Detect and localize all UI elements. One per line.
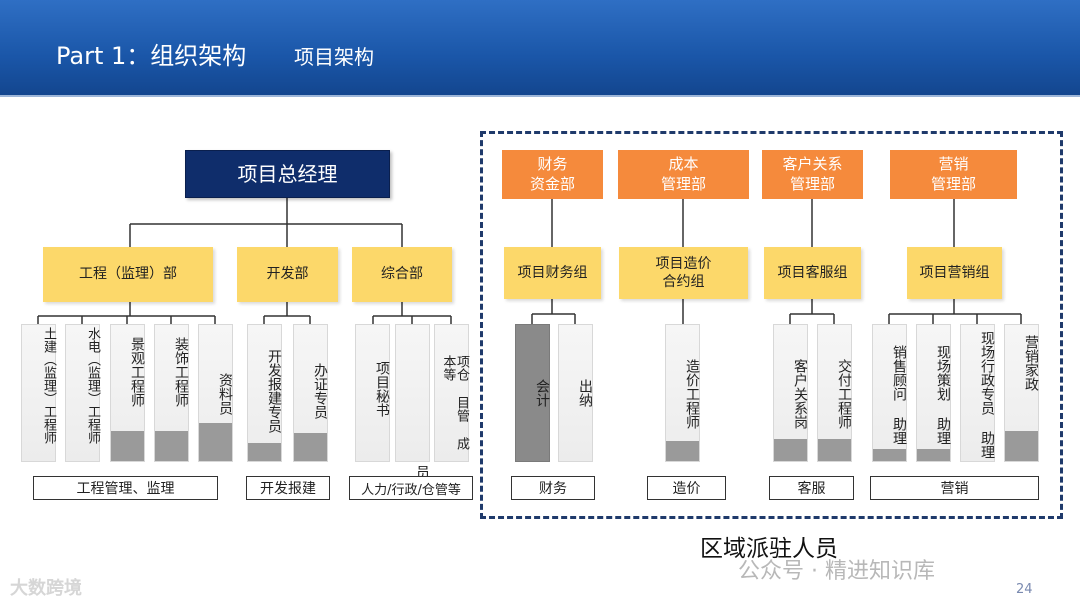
staff-civil-engineer: 土建（监理）工程师 bbox=[21, 324, 56, 462]
staff-label: 办证专员 bbox=[312, 363, 328, 419]
staff-utility-engineer: 水电（监理）工程师 bbox=[65, 324, 100, 462]
staff-shade bbox=[917, 449, 950, 461]
staff-label: 会计 bbox=[534, 379, 550, 407]
staff-document-clerk: 资料员 bbox=[198, 324, 233, 462]
label-engineering-management: 工程管理、监理 bbox=[33, 476, 218, 500]
staff-marketing-housekeeping: 营销家政 bbox=[1004, 324, 1039, 462]
staff-label: 土建（监理）工程师 bbox=[41, 327, 56, 444]
staff-project-secretary: 项目秘书 bbox=[355, 324, 390, 462]
staff-shade bbox=[248, 443, 281, 461]
staff-label: 资料员 bbox=[217, 373, 233, 415]
slide-header: Part 1：组织架构 项目架构 bbox=[0, 0, 1080, 97]
staff-label: 现场行政专员 助理 bbox=[979, 331, 995, 459]
label-customer-service: 客服 bbox=[769, 476, 854, 500]
staff-site-admin: 现场行政专员 助理 bbox=[960, 324, 995, 462]
group-finance: 项目财务组 bbox=[504, 247, 601, 299]
staff-label: 销售顾问 助理 bbox=[891, 345, 907, 445]
label-development-filing: 开发报建 bbox=[246, 476, 330, 500]
staff-customer-relations: 客户关系岗 bbox=[773, 324, 808, 462]
dept-general: 综合部 bbox=[352, 247, 452, 302]
staff-label: 景观工程师 bbox=[129, 337, 145, 407]
region-title: 区域派驻人员 bbox=[700, 536, 838, 562]
dept-cost-management: 成本 管理部 bbox=[618, 150, 749, 199]
group-customer-service: 项目客服组 bbox=[764, 247, 861, 299]
staff-label: 交付工程师 bbox=[836, 359, 852, 429]
label-marketing: 营销 bbox=[870, 476, 1039, 500]
staff-general-3: 项仓 目管 成本等 bbox=[434, 324, 469, 462]
staff-shade bbox=[818, 439, 851, 461]
label-cost: 造价 bbox=[647, 476, 726, 500]
dept-marketing: 营销 管理部 bbox=[890, 150, 1017, 199]
page-number: 24 bbox=[1016, 582, 1033, 597]
staff-shade bbox=[111, 431, 144, 461]
group-marketing: 项目营销组 bbox=[907, 247, 1002, 299]
staff-delivery-engineer: 交付工程师 bbox=[817, 324, 852, 462]
staff-label: 员 bbox=[414, 465, 430, 479]
staff-label: 出纳 bbox=[577, 379, 593, 407]
dept-customer-relations: 客户关系 管理部 bbox=[762, 150, 863, 199]
staff-shade bbox=[774, 439, 807, 461]
staff-accountant: 会计 bbox=[515, 324, 550, 462]
staff-general-2: 员 bbox=[395, 324, 430, 479]
label-hr-admin: 人力/行政/仓管等 bbox=[349, 476, 473, 500]
dept-engineering: 工程（监理）部 bbox=[43, 247, 213, 302]
dept-development: 开发部 bbox=[237, 247, 338, 302]
staff-label: 客户关系岗 bbox=[792, 359, 808, 429]
group-cost-contract: 项目造价 合约组 bbox=[619, 247, 748, 299]
regional-staff-region bbox=[480, 131, 1063, 519]
staff-shade bbox=[666, 441, 699, 461]
staff-landscape-engineer: 景观工程师 bbox=[110, 324, 145, 462]
staff-shade bbox=[1005, 431, 1038, 461]
staff-dev-filing: 开发报建专员 bbox=[247, 324, 282, 462]
slide-subtitle: 项目架构 bbox=[294, 45, 374, 69]
staff-shade bbox=[294, 433, 327, 461]
staff-cost-engineer: 造价工程师 bbox=[665, 324, 700, 462]
staff-shade bbox=[199, 423, 232, 461]
watermark-left: 大数跨境 bbox=[10, 578, 82, 599]
staff-label: 现场策划 助理 bbox=[935, 345, 951, 445]
staff-certificate: 办证专员 bbox=[293, 324, 328, 462]
staff-label: 项目秘书 bbox=[374, 361, 390, 417]
staff-shade bbox=[155, 431, 188, 461]
slide-title: Part 1：组织架构 bbox=[56, 42, 247, 70]
general-manager-box: 项目总经理 bbox=[185, 150, 390, 198]
staff-decoration-engineer: 装饰工程师 bbox=[154, 324, 189, 462]
staff-cashier: 出纳 bbox=[558, 324, 593, 462]
staff-shade bbox=[873, 449, 906, 461]
staff-label: 装饰工程师 bbox=[173, 337, 189, 407]
staff-label: 项仓 目管 成本等 bbox=[440, 355, 469, 450]
staff-label: 开发报建专员 bbox=[266, 349, 282, 433]
staff-label: 营销家政 bbox=[1023, 335, 1039, 391]
staff-label: 造价工程师 bbox=[684, 359, 700, 429]
dept-finance-capital: 财务 资金部 bbox=[502, 150, 603, 199]
staff-sales-consultant: 销售顾问 助理 bbox=[872, 324, 907, 462]
label-finance: 财务 bbox=[511, 476, 595, 500]
staff-label: 水电（监理）工程师 bbox=[85, 327, 100, 444]
staff-site-planning: 现场策划 助理 bbox=[916, 324, 951, 462]
watermark-center: 公众号 · 精进知识库 bbox=[738, 559, 935, 584]
